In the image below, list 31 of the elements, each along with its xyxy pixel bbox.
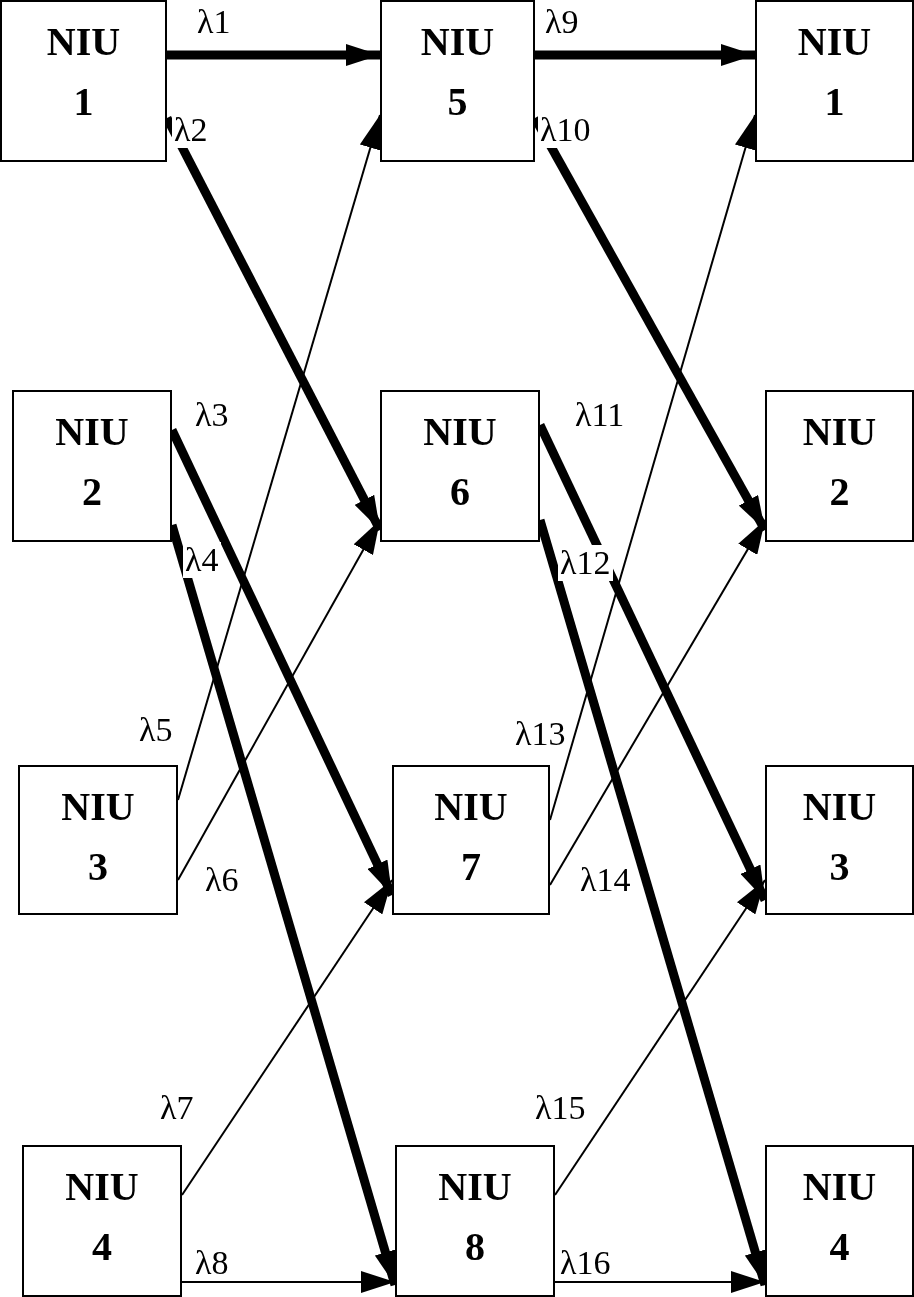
node-box [18,765,178,915]
node-label: NIU 3 [61,783,135,891]
arrow [554,879,766,1196]
edge-label: λ4 [183,542,221,578]
node-box [392,765,550,915]
node-box [765,765,914,915]
node-label: NIU 1 [797,18,872,126]
node-box [380,390,540,542]
node-label: NIU 2 [802,408,877,516]
node-label: NIU 1 [46,18,121,126]
node-box [0,0,167,162]
node-box [12,390,172,542]
arrow [167,44,380,66]
node-label: NIU 2 [55,408,129,516]
node-box [380,0,535,162]
node-label: NIU 6 [423,408,497,516]
node-label: NIU 4 [802,1163,877,1271]
edge-label: λ12 [558,545,613,581]
arrow [535,44,755,66]
node-label: NIU 8 [438,1163,512,1271]
node-box [755,0,914,162]
node-box [395,1145,555,1297]
node-box [22,1145,182,1297]
node-label: NIU 7 [434,783,508,891]
node-label: NIU 5 [420,18,495,126]
node-box [765,1145,914,1297]
node-label: NIU 4 [65,1163,139,1271]
edge-label: λ10 [538,112,593,148]
node-box [765,390,914,542]
arrow [181,879,393,1196]
node-label: NIU 3 [802,783,877,891]
